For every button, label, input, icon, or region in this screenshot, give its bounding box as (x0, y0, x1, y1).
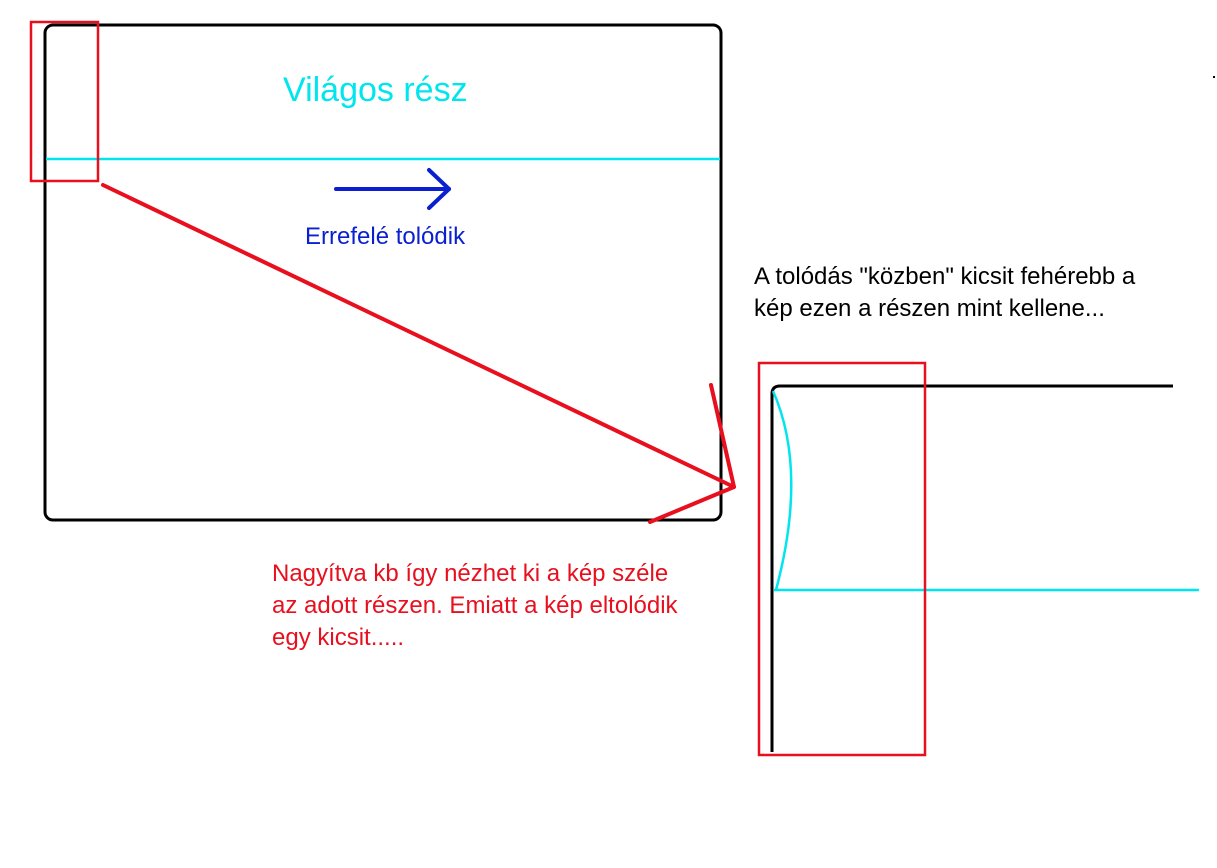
zoomed-bright-edge (771, 390, 793, 591)
zoom-pointer-arrow (101, 183, 736, 524)
bright-part-label: Világos rész (283, 71, 468, 109)
note-line: az adott részen. Emiatt a kép eltolódik (272, 592, 678, 619)
direction-label: Errefelé tolódik (305, 223, 466, 250)
speck-dot (1213, 76, 1215, 78)
zoomed-note: Nagyítva kb így nézhet ki a kép széle az… (272, 558, 678, 654)
direction-arrow (334, 168, 451, 210)
during-shift-note: A tolódás "közben" kicsit fehérebb a kép… (754, 261, 1135, 325)
zoomed-frame-corner (770, 384, 1173, 752)
note-line: Nagyítva kb így nézhet ki a kép széle (272, 560, 669, 587)
note-line: kép ezen a részen mint kellene... (754, 295, 1105, 322)
highlight-box-small (29, 20, 100, 183)
main-frame (43, 23, 723, 522)
highlight-box-zoomed (757, 361, 927, 757)
note-line: egy kicsit..... (272, 624, 405, 651)
note-line: A tolódás "közben" kicsit fehérebb a (754, 263, 1136, 290)
